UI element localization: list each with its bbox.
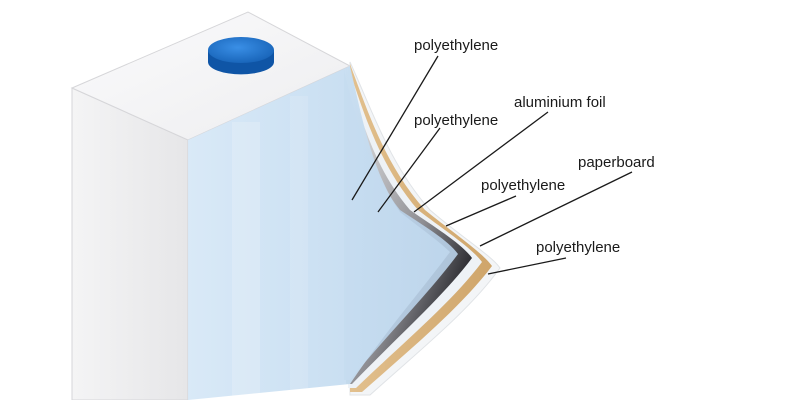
leader-polyethylene-3 [445,195,517,227]
carton-front-face [71,87,189,400]
label-polyethylene-3: polyethylene [481,177,565,194]
label-aluminium-foil: aluminium foil [514,94,606,111]
leader-polyethylene-2 [377,127,441,213]
sheen-band [232,122,260,400]
layer-polyethylene-inner-face [188,66,450,400]
screw-cap-icon [208,37,274,75]
label-polyethylene-inner: polyethylene [536,239,620,256]
sheen-band [290,96,308,396]
leader-polyethylene-inner [487,257,567,275]
label-polyethylene-outer: polyethylene [414,37,498,54]
label-paperboard: paperboard [578,154,655,171]
leader-aluminium-foil [413,111,549,213]
leader-polyethylene-outer [351,55,439,201]
leader-paperboard [479,171,633,247]
label-polyethylene-2: polyethylene [414,112,498,129]
